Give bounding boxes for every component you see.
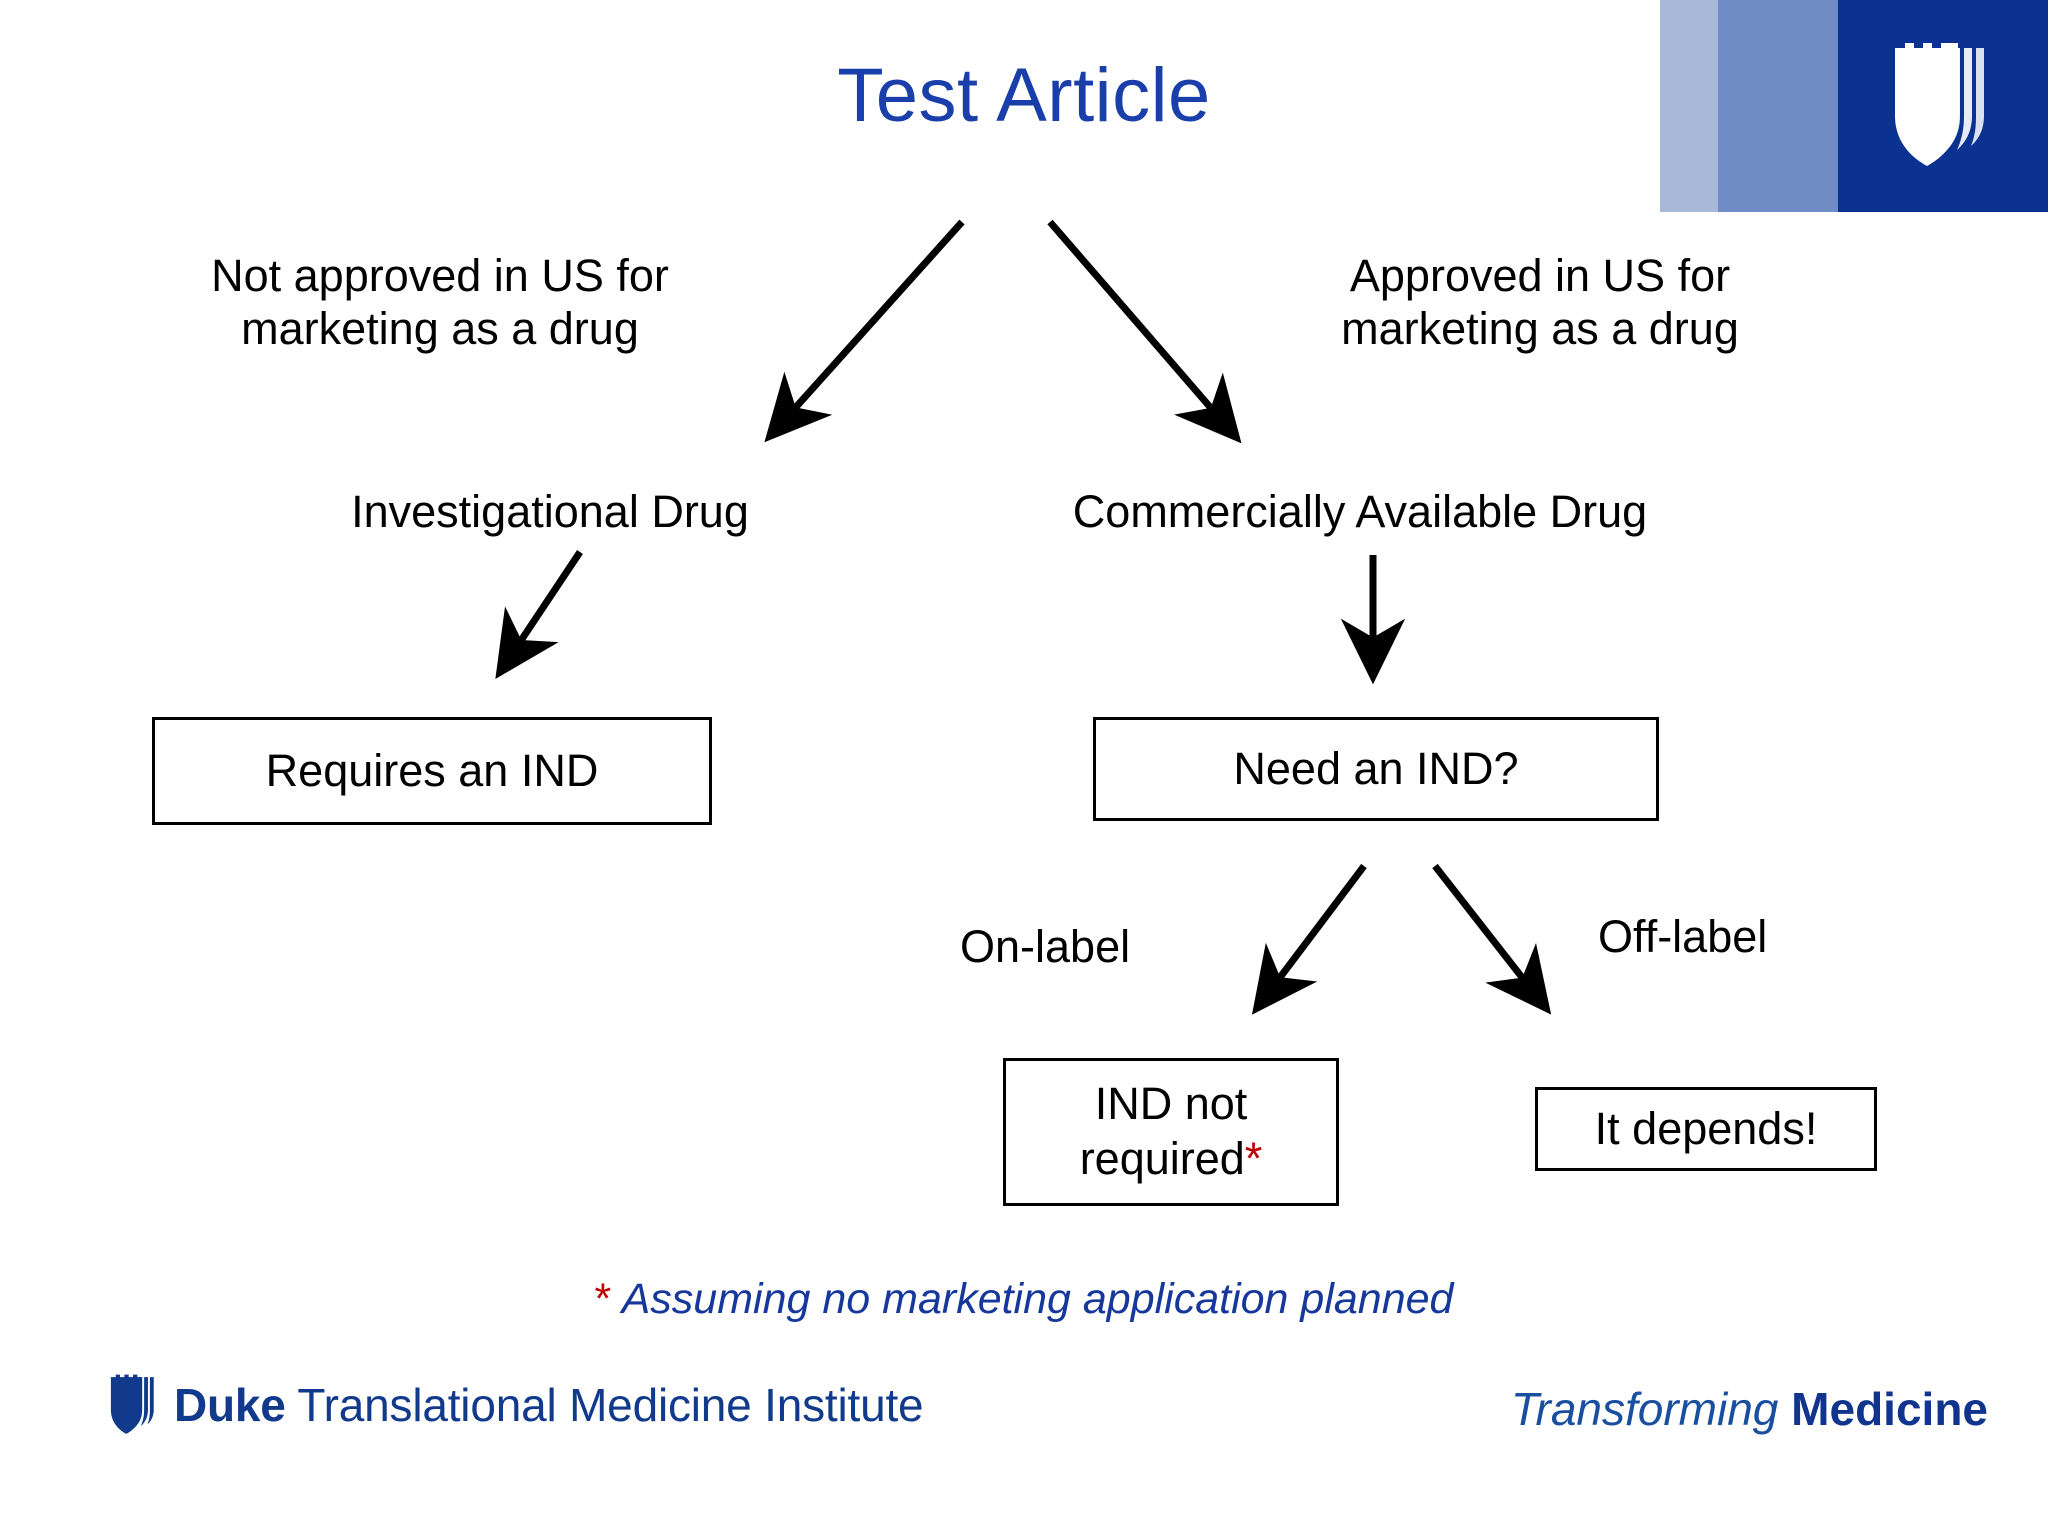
box-requires-an-ind: Requires an IND bbox=[152, 717, 712, 825]
box-need-an-ind: Need an IND? bbox=[1093, 717, 1659, 821]
asterisk-marker-icon: * bbox=[1244, 1133, 1263, 1184]
footer-tagline-italic: Transforming bbox=[1510, 1383, 1792, 1435]
footnote-asterisk-icon: * bbox=[594, 1275, 612, 1323]
page-title: Test Article bbox=[837, 53, 1211, 138]
node-commercially-available-drug: Commercially Available Drug bbox=[1072, 486, 1648, 537]
ribbon-band-light bbox=[1660, 0, 1718, 212]
node-investigational-drug: Investigational Drug bbox=[351, 486, 749, 537]
footer-brand-text: Duke Translational Medicine Institute bbox=[174, 1378, 924, 1432]
duke-shield-icon bbox=[1889, 42, 1997, 170]
arrow-investigational-to-requires-ind bbox=[495, 550, 583, 679]
edge-label-off-label: Off-label bbox=[1598, 911, 1768, 962]
duke-shield-icon bbox=[108, 1374, 160, 1436]
box-it-depends: It depends! bbox=[1535, 1087, 1877, 1171]
duke-brand-ribbon bbox=[1660, 0, 2048, 212]
edge-label-on-label: On-label bbox=[960, 921, 1131, 972]
branch-label-approved: Approved in US for marketing as a drug bbox=[1341, 250, 1739, 355]
box-ind-not-required: IND not required* bbox=[1003, 1058, 1339, 1206]
box-ind-not-required-text: IND not required bbox=[1079, 1078, 1248, 1184]
arrow-title-to-commercial bbox=[1047, 219, 1242, 444]
footer-tagline: Transforming Medicine bbox=[1511, 1382, 1988, 1436]
footer-tagline-bold: Medicine bbox=[1791, 1383, 1988, 1435]
ribbon-band-dark bbox=[1838, 0, 2048, 212]
footnote-text: Assuming no marketing application planne… bbox=[611, 1275, 1454, 1323]
arrow-need-ind-to-it-depends bbox=[1432, 863, 1552, 1015]
footer-brand-bold: Duke bbox=[174, 1379, 286, 1431]
arrow-title-to-investigational bbox=[764, 219, 965, 443]
branch-label-not-approved: Not approved in US for marketing as a dr… bbox=[211, 250, 669, 355]
footer-brand-rest: Translational Medicine Institute bbox=[285, 1379, 924, 1431]
arrow-need-ind-to-ind-not-required bbox=[1251, 863, 1367, 1015]
footnote: * Assuming no marketing application plan… bbox=[0, 1275, 2048, 1324]
footer-brand-lockup: Duke Translational Medicine Institute bbox=[108, 1374, 924, 1436]
ribbon-band-medium bbox=[1718, 0, 1838, 212]
